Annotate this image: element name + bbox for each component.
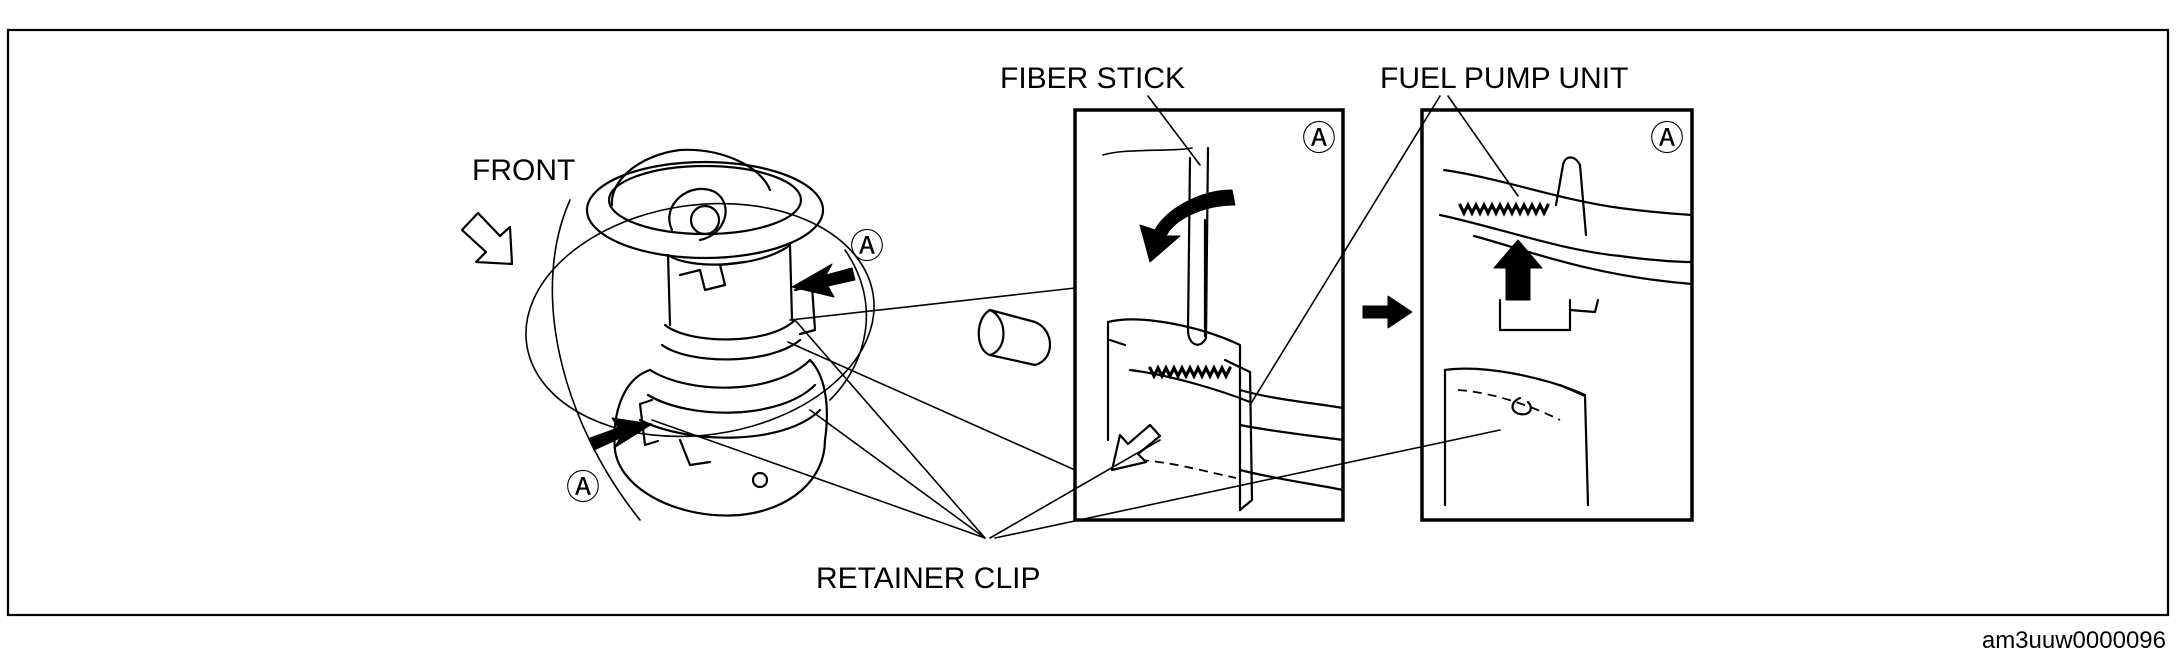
retainer-clip-label: RETAINER CLIP (816, 562, 1041, 595)
fuel-pump-illustration (525, 148, 1051, 521)
marker-a-upper: Ⓐ (850, 227, 884, 267)
fuel-pump-unit-label: FUEL PUMP UNIT (1380, 62, 1628, 95)
sequence-arrow (1362, 295, 1413, 329)
fuel-pump-unit-leader-1 (1249, 95, 1441, 406)
fuel-pump-unit-leader-2 (1447, 95, 1519, 197)
front-label: FRONT (472, 154, 575, 187)
detail-box-1 (1073, 108, 1345, 522)
figure-frame (6, 28, 2170, 617)
push-arrow-upper (791, 263, 856, 298)
push-arrow-lower (589, 417, 653, 451)
retainer-clip-leaders (651, 319, 1501, 539)
figure-code: am3uuw0000096 (1982, 627, 2166, 654)
detail-1-contents (1102, 146, 1345, 512)
detail-2-contents (1438, 156, 1694, 507)
fiber-stick-label: FIBER STICK (1000, 62, 1185, 95)
detail-box-2 (1420, 108, 1694, 522)
marker-a-lower: Ⓐ (566, 468, 600, 508)
detail-1-marker: Ⓐ (1302, 119, 1336, 159)
detail-2-marker: Ⓐ (1650, 119, 1684, 159)
detail-leader-bottom (787, 341, 1076, 471)
fiber-stick-leader (1147, 95, 1201, 166)
detail-leader-top (789, 287, 1076, 321)
front-arrow (460, 211, 514, 266)
